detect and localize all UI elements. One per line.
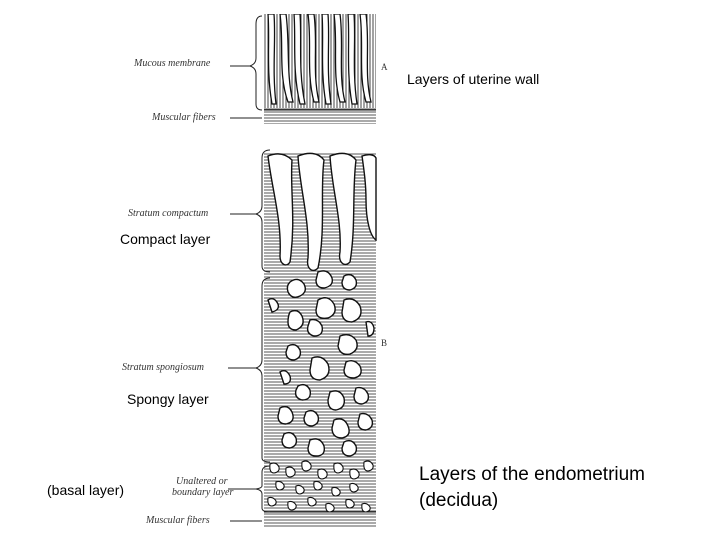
annotation-endometrium-line1: Layers of the endometrium xyxy=(419,464,646,485)
panel-b-decidua xyxy=(264,152,377,528)
panel-b-brackets xyxy=(228,149,271,522)
annotation-uterine-wall: Layers of uterine wall xyxy=(407,71,540,87)
panel-a-brackets xyxy=(230,15,263,119)
label-stratum-compactum: Stratum compactum xyxy=(128,208,209,219)
label-letter-a: A xyxy=(381,62,388,72)
label-muscular-fibers-bottom: Muscular fibers xyxy=(146,515,210,526)
label-unaltered-line1: Unaltered or xyxy=(176,476,228,487)
annotation-endometrium-line2: (decidua) xyxy=(419,490,499,511)
panel-a-mucosa xyxy=(264,14,376,124)
annotation-spongy-layer: Spongy layer xyxy=(127,391,209,407)
label-unaltered-line2: boundary layer xyxy=(172,487,234,498)
label-stratum-spongiosum: Stratum spongiosum xyxy=(122,362,204,373)
label-letter-b: B xyxy=(381,338,388,348)
label-muscular-fibers-top: Muscular fibers xyxy=(152,112,216,123)
label-mucous-membrane: Mucous membrane xyxy=(134,58,211,69)
annotation-compact-layer: Compact layer xyxy=(120,231,211,247)
annotation-basal-layer: (basal layer) xyxy=(47,482,125,498)
